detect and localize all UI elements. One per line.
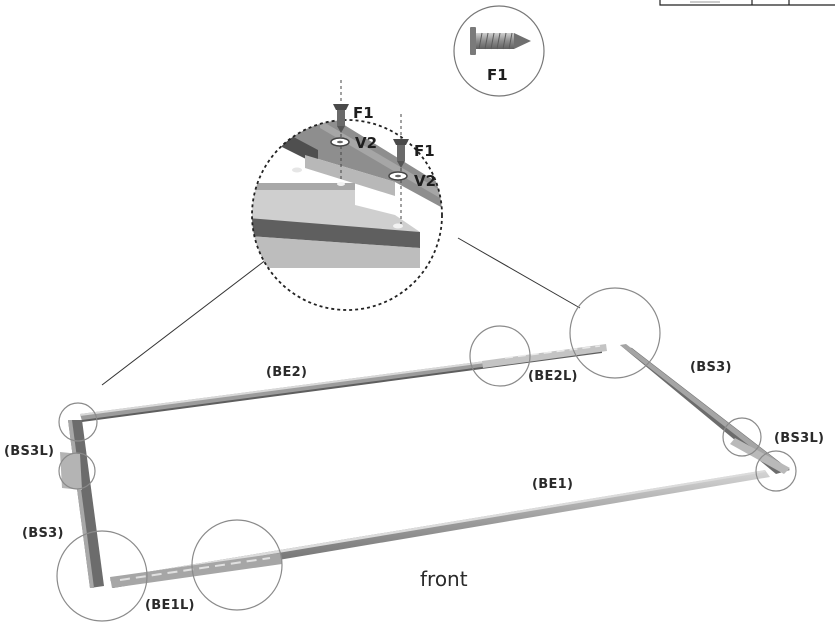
rail-be2l <box>482 344 607 368</box>
joint-circle-bs3l-left <box>58 452 96 490</box>
joint-circle-back-left <box>58 402 98 442</box>
washer-icon <box>388 171 408 181</box>
screw-label: F1 <box>487 66 508 84</box>
joint-circle-front-right <box>755 450 797 492</box>
label-bs3-right: (BS3) <box>690 360 732 375</box>
detail-washer-label: V2 <box>355 134 377 152</box>
detail-washer-label: V2 <box>414 172 436 190</box>
joint-circle-bs3l-right <box>722 417 762 457</box>
detail-screw-label: F1 <box>414 142 435 160</box>
label-bs3l-right: (BS3L) <box>774 431 824 446</box>
rail-bs3-right <box>620 344 790 474</box>
joint-circle-back-right <box>569 287 661 379</box>
screw-icon <box>470 27 531 55</box>
label-front: front <box>420 567 468 591</box>
joint-circle-be2l <box>469 325 531 387</box>
detail-leader-left <box>101 252 276 386</box>
detail-screw-label: F1 <box>353 104 374 122</box>
label-bs3-left: (BS3) <box>22 526 64 541</box>
detail-zoom: F1 V2 F1 V2 <box>251 80 443 311</box>
joint-circle-be1l <box>191 519 283 611</box>
detail-leader-right <box>457 237 581 309</box>
label-be2: (BE2) <box>266 365 307 380</box>
rail-bs3-left <box>60 420 104 588</box>
screw-f1-callout: F1 <box>453 5 545 97</box>
label-be1: (BE1) <box>532 477 573 492</box>
screw-icon <box>333 104 349 133</box>
screw-icon <box>393 139 409 168</box>
label-bs3l-left: (BS3L) <box>4 444 54 459</box>
joint-circle-front-left <box>56 530 148 622</box>
label-be2l: (BE2L) <box>528 369 578 384</box>
parts-table-corner <box>659 0 835 6</box>
rail-be1l <box>110 553 282 588</box>
label-be1l: (BE1L) <box>145 598 195 613</box>
washer-icon <box>330 137 350 147</box>
